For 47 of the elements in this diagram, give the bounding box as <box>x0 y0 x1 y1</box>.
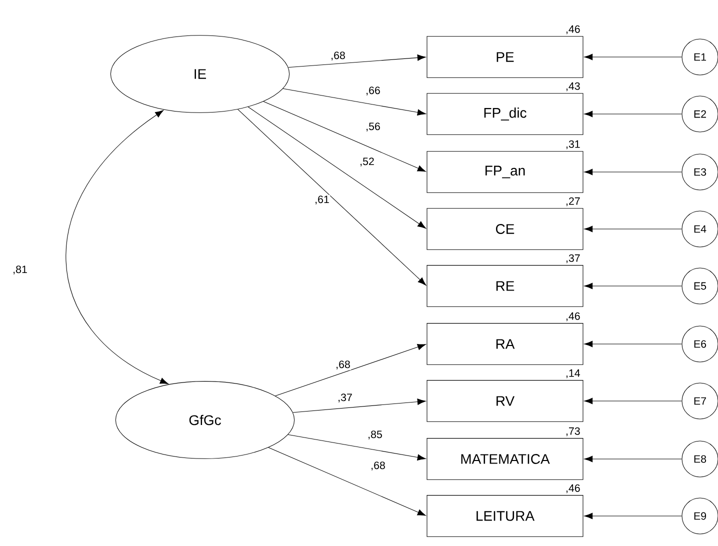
observed-variable-box: RA <box>426 323 584 365</box>
arrow <box>584 54 682 60</box>
r-squared-value: ,37 <box>566 254 580 264</box>
arrow <box>288 54 426 68</box>
observed-variable-box: CE <box>426 208 584 250</box>
arrow <box>584 340 682 348</box>
edge-label: ,61 <box>314 194 330 206</box>
r-squared-value: ,46 <box>566 25 580 34</box>
arrow <box>263 101 426 172</box>
arrow <box>275 344 426 396</box>
edge-label: ,56 <box>364 122 382 132</box>
arrow <box>584 168 682 176</box>
arrow <box>282 88 426 116</box>
observed-variable-box: FP_dic <box>426 93 584 135</box>
observed-variable-box: FP_an <box>426 151 584 193</box>
edge-label: ,81 <box>12 264 28 276</box>
r-squared-value: ,73 <box>566 427 580 436</box>
arrow <box>292 398 426 413</box>
observed-variable-box: RE <box>426 265 584 307</box>
arrow <box>238 109 426 286</box>
edge-label: ,68 <box>330 50 346 62</box>
observed-variable-box: MATEMATICA <box>426 438 584 480</box>
r-squared-value: ,46 <box>566 312 580 322</box>
arrow <box>584 282 682 290</box>
arrow <box>268 447 426 516</box>
r-squared-value: ,43 <box>566 82 580 92</box>
observed-variable-box: PE <box>426 36 584 78</box>
observed-variable-box: RV <box>426 380 584 422</box>
edge-label: ,52 <box>358 156 376 168</box>
arrow <box>584 456 682 462</box>
arrow <box>584 226 682 232</box>
edge-label: ,68 <box>370 460 386 472</box>
r-squared-value: ,46 <box>566 484 580 494</box>
arrow <box>584 110 682 118</box>
observed-variable-box: LEITURA <box>426 495 584 537</box>
arrow <box>584 398 682 404</box>
arrow <box>66 110 168 384</box>
arrow <box>584 512 682 520</box>
r-squared-value: ,27 <box>566 197 580 206</box>
edge-label: ,66 <box>364 86 382 96</box>
r-squared-value: ,31 <box>566 140 580 150</box>
arrow <box>288 434 426 461</box>
edge-label: ,68 <box>334 360 352 370</box>
r-squared-value: ,14 <box>566 369 580 378</box>
arrow <box>248 106 426 229</box>
edge-label: ,85 <box>366 430 384 440</box>
edge-label: ,37 <box>336 392 354 404</box>
